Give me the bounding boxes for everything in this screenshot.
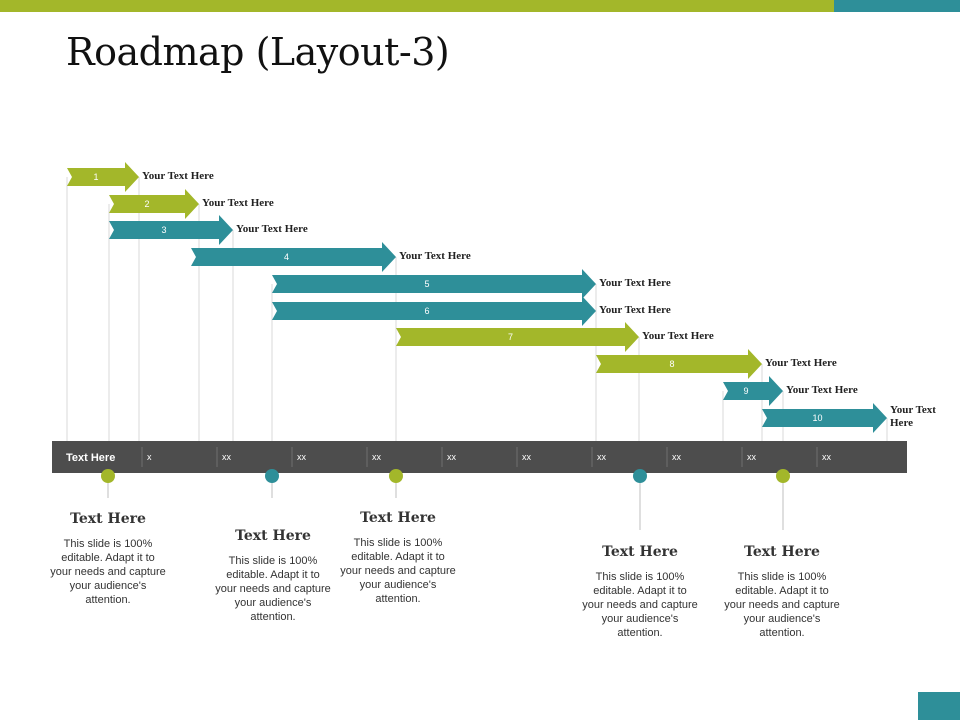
timeline-tick-label: xx xyxy=(822,452,832,462)
task-arrow xyxy=(272,269,596,299)
task-number: 9 xyxy=(743,386,748,396)
milestone-note-5: Text Here This slide is 100% editable. A… xyxy=(717,544,847,640)
task-arrow xyxy=(109,215,233,245)
task-arrow xyxy=(272,296,596,326)
milestone-dot xyxy=(633,469,647,483)
milestone-title: Text Here xyxy=(360,510,436,526)
top-accent-bar-teal xyxy=(834,0,960,12)
timeline-bar xyxy=(52,441,907,473)
task-label: Your Text Here xyxy=(642,330,714,342)
task-number: 1 xyxy=(93,172,98,182)
task-number: 10 xyxy=(812,413,822,423)
timeline-tick-label: xx xyxy=(297,452,307,462)
task-arrow xyxy=(396,322,639,352)
timeline-tick-label: xx xyxy=(597,452,607,462)
milestone-dot xyxy=(265,469,279,483)
timeline-tick-label: xx xyxy=(672,452,682,462)
task-arrow xyxy=(762,403,887,433)
milestone-description: This slide is 100% editable. Adapt it to… xyxy=(215,555,331,623)
task-arrow xyxy=(191,242,396,272)
task-number: 8 xyxy=(669,359,674,369)
milestone-title: Text Here xyxy=(235,528,311,544)
timeline-tick-label: xx xyxy=(522,452,532,462)
task-arrow xyxy=(109,189,199,219)
task-number: 3 xyxy=(161,225,166,235)
timeline-label: Text Here xyxy=(66,452,115,464)
timeline-tick-label: xx xyxy=(447,452,457,462)
task-arrow xyxy=(67,162,139,192)
task-arrow xyxy=(723,376,783,406)
milestone-description: This slide is 100% editable. Adapt it to… xyxy=(50,538,166,606)
task-label: Here xyxy=(890,417,913,429)
milestone-title: Text Here xyxy=(602,544,678,560)
task-label: Your Text Here xyxy=(599,304,671,316)
milestone-description: This slide is 100% editable. Adapt it to… xyxy=(582,571,698,639)
milestone-note-3: Text Here This slide is 100% editable. A… xyxy=(333,510,463,606)
task-label: Your Text Here xyxy=(399,250,471,262)
corner-accent-square xyxy=(918,692,960,720)
task-number: 5 xyxy=(424,279,429,289)
milestone-title: Text Here xyxy=(70,511,146,527)
page-title: Roadmap (Layout-3) xyxy=(66,30,450,74)
task-number: 7 xyxy=(508,332,513,342)
task-label: Your Text Here xyxy=(236,223,308,235)
milestone-note-1: Text Here This slide is 100% editable. A… xyxy=(43,511,173,607)
milestone-title: Text Here xyxy=(744,544,820,560)
task-label: Your Text Here xyxy=(765,357,837,369)
task-number: 6 xyxy=(424,306,429,316)
milestone-note-4: Text Here This slide is 100% editable. A… xyxy=(575,544,705,640)
task-label: Your Text xyxy=(890,404,936,416)
timeline-tick-label: xx xyxy=(747,452,757,462)
task-arrow xyxy=(596,349,762,379)
task-label: Your Text Here xyxy=(599,277,671,289)
milestone-dot xyxy=(776,469,790,483)
milestone-dot xyxy=(389,469,403,483)
task-label: Your Text Here xyxy=(142,170,214,182)
milestone-dot xyxy=(101,469,115,483)
milestone-description: This slide is 100% editable. Adapt it to… xyxy=(340,537,456,605)
timeline-tick-label: x xyxy=(147,452,152,462)
timeline-tick-label: xx xyxy=(222,452,232,462)
milestone-note-2: Text Here This slide is 100% editable. A… xyxy=(208,528,338,624)
task-label: Your Text Here xyxy=(202,197,274,209)
task-label: Your Text Here xyxy=(786,384,858,396)
timeline-tick-label: xx xyxy=(372,452,382,462)
task-number: 2 xyxy=(144,199,149,209)
task-number: 4 xyxy=(284,252,289,262)
top-accent-bar-green xyxy=(0,0,834,12)
milestone-description: This slide is 100% editable. Adapt it to… xyxy=(724,571,840,639)
